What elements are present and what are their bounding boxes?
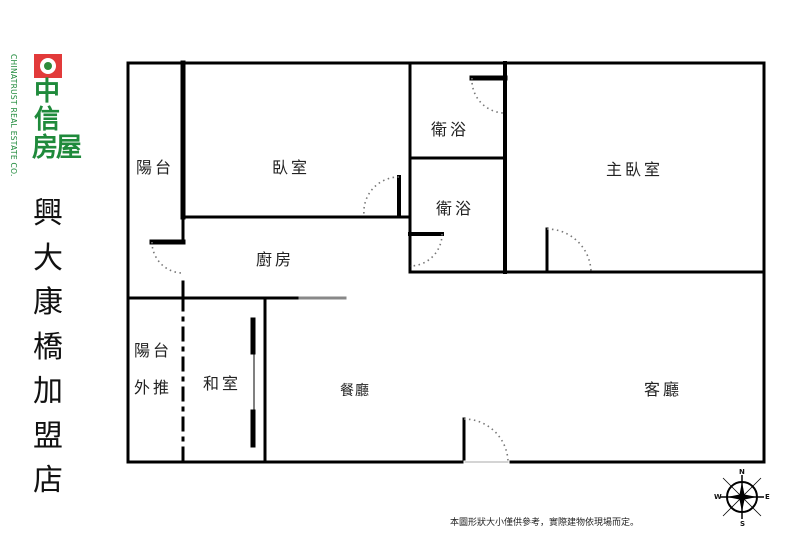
room-label-kitchen: 廚房 bbox=[256, 250, 295, 269]
store-name-char: 盟 bbox=[33, 418, 63, 454]
brand-name-line-2: 信 bbox=[34, 105, 61, 135]
door-swing-arc bbox=[471, 77, 506, 114]
store-name-char: 興 bbox=[33, 196, 63, 231]
store-name-char: 大 bbox=[33, 240, 63, 276]
room-label-japanese-room: 和室 bbox=[203, 374, 242, 393]
room-label-balcony-extended: 外推 bbox=[134, 378, 173, 397]
compass-south: S bbox=[740, 520, 746, 528]
door-swing-arc bbox=[363, 176, 400, 216]
door-swing-arc bbox=[409, 233, 443, 267]
store-name-char: 店 bbox=[33, 463, 63, 498]
room-label-balcony-extended: 陽台 bbox=[134, 341, 173, 360]
compass-west: W bbox=[714, 493, 722, 501]
brand-name-chinese: 中 信 房屋 bbox=[32, 78, 96, 162]
compass-icon bbox=[720, 475, 764, 519]
store-name: 興 大 康 橋 加 盟 店 bbox=[28, 192, 68, 504]
door-swing-arc bbox=[546, 228, 592, 272]
room-label-living-room: 客廳 bbox=[644, 380, 683, 399]
compass-north: N bbox=[739, 468, 745, 476]
room-label-balcony: 陽台 bbox=[136, 158, 175, 177]
room-label-bedroom: 臥室 bbox=[272, 158, 311, 177]
room-label-bathroom: 衛浴 bbox=[431, 120, 470, 139]
door-swing-arc bbox=[151, 241, 184, 274]
room-label-bathroom: 衛浴 bbox=[436, 199, 475, 218]
disclaimer-text: 本圖形狀大小僅供參考，實際建物依現場而定。 bbox=[450, 518, 640, 528]
outer-wall bbox=[126, 61, 766, 464]
door-swing-arc bbox=[463, 418, 509, 462]
room-label-dining-room: 餐廳 bbox=[340, 383, 370, 399]
brand-name-line-1: 中 bbox=[34, 77, 61, 107]
brand-name-line-3: 房屋 bbox=[32, 133, 82, 163]
store-name-char: 康 bbox=[33, 285, 63, 320]
store-name-char: 加 bbox=[33, 374, 63, 409]
store-name-char: 橋 bbox=[33, 329, 63, 365]
brand-name-english: CHINATRUST REAL ESTATE CO. bbox=[9, 54, 18, 177]
compass-east: E bbox=[765, 493, 770, 501]
room-label-master-bedroom: 主臥室 bbox=[606, 160, 664, 179]
brand-logo-emblem-center bbox=[44, 62, 52, 70]
